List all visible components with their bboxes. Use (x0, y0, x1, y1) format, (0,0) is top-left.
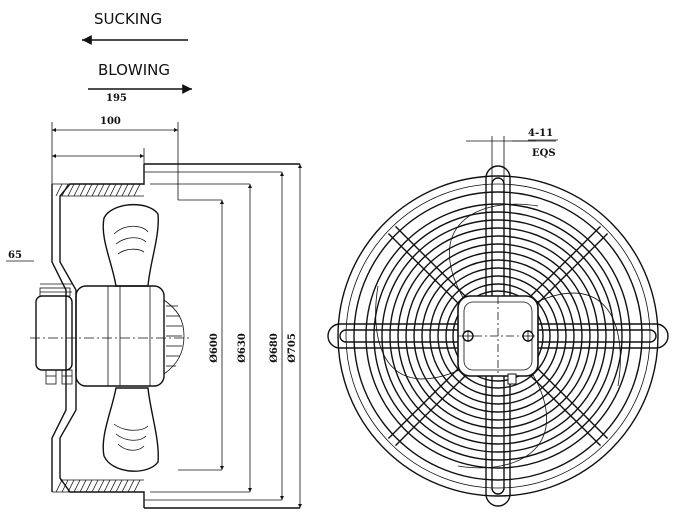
front-view: 4-11 EQS (327, 128, 669, 507)
dim-680-label: Ø680 (269, 333, 280, 363)
dim-100-label: 100 (100, 116, 121, 127)
dim-600-label: Ø600 (209, 333, 220, 363)
top-blade (102, 203, 159, 287)
grille-spokes (387, 225, 609, 447)
bottom-blade (102, 387, 159, 472)
hub-bolts (462, 330, 534, 385)
bottom-lip-hatch (55, 479, 141, 493)
dim-630-label: Ø630 (237, 333, 248, 363)
hole-type-label: EQS (532, 148, 556, 159)
hole-dimension: 4-11 EQS (466, 128, 558, 186)
dim-65-label: 65 (8, 250, 22, 261)
vertical-strap (485, 165, 511, 507)
blade-silhouettes (375, 203, 621, 469)
airflow-direction: SUCKING BLOWING (82, 10, 192, 94)
dim-195-label: 195 (106, 93, 127, 104)
blowing-label: BLOWING (98, 61, 170, 79)
dim-705-label: Ø705 (287, 333, 298, 363)
side-view: 195 100 65 (6, 93, 302, 509)
grille-rings (365, 203, 631, 469)
sucking-label: SUCKING (94, 10, 162, 28)
motor-fins (166, 305, 182, 367)
outer-ring (337, 175, 659, 497)
hole-count-label: 4-11 (528, 128, 553, 139)
top-lip-hatch (55, 183, 141, 197)
horizontal-strap (327, 323, 669, 349)
